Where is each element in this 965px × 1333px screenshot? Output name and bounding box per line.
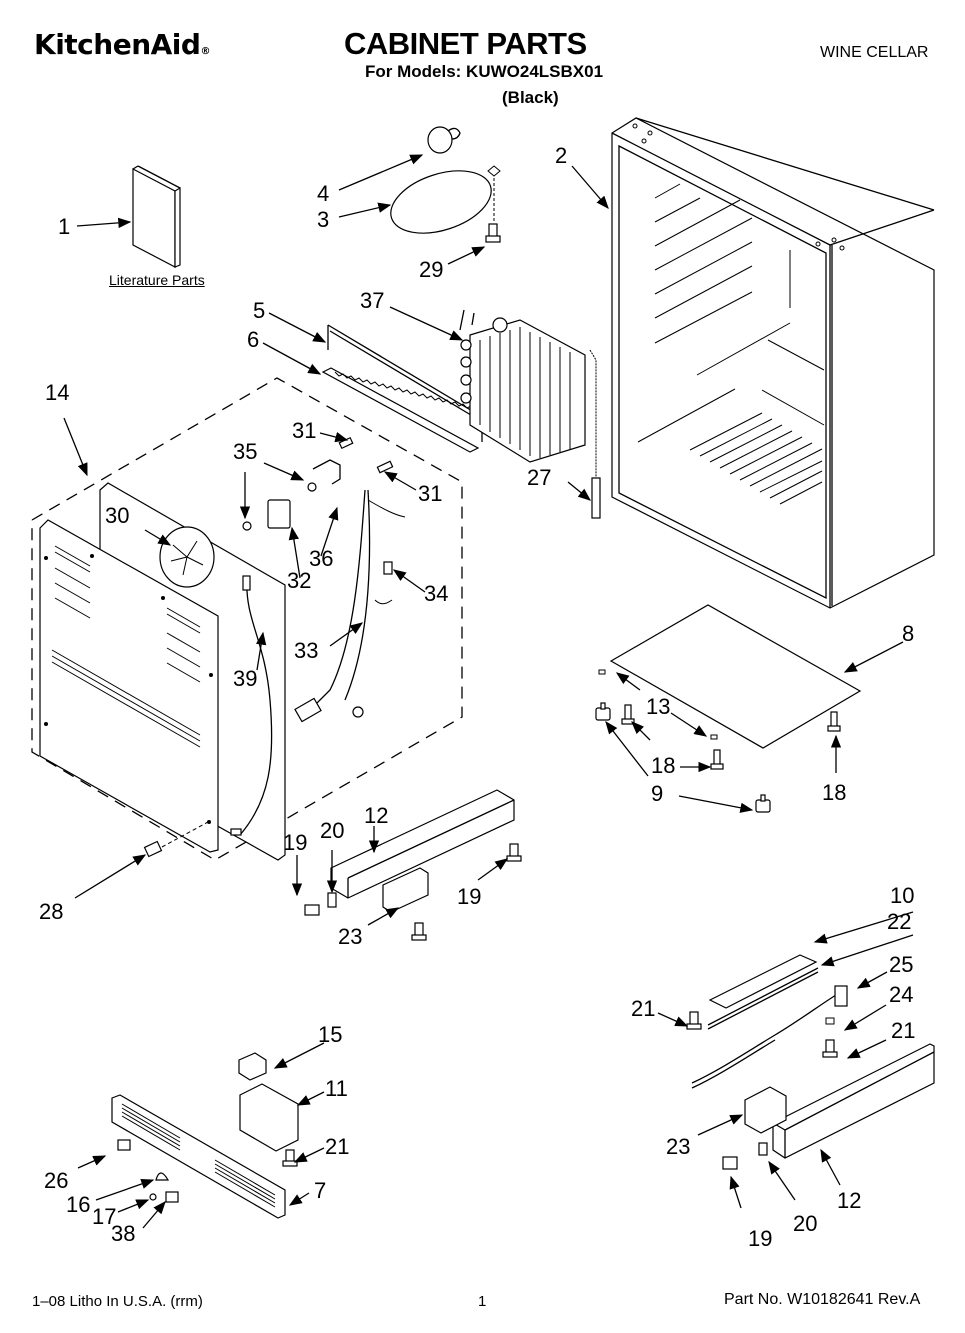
sensor-probe-part (589, 349, 601, 519)
print-info: 1–08 Litho In U.S.A. (rrm) (32, 1293, 203, 1310)
callout-leader-lines (63, 154, 914, 1229)
callout-35: 35 (233, 439, 258, 464)
callout-30: 30 (105, 503, 130, 528)
light-cover-part (390, 165, 501, 234)
callout-20-upper: 20 (320, 818, 345, 843)
callout-21-right-lower: 21 (891, 1018, 916, 1043)
page-title: CABINET PARTS (344, 26, 587, 61)
rear-access-panel-part (39, 519, 219, 853)
callout-33: 33 (294, 638, 319, 663)
callout-31-lower: 31 (418, 481, 443, 506)
callout-5: 5 (253, 298, 266, 323)
rear-panel-group-outline (31, 377, 463, 861)
leveling-feet-parts (595, 669, 841, 813)
literature-book-part (132, 165, 181, 268)
callout-19-lower: 19 (748, 1226, 773, 1251)
callout-21-right-upper: 21 (631, 996, 656, 1021)
callout-15: 15 (318, 1022, 343, 1047)
page-number: 1 (478, 1293, 487, 1310)
cabinet-body-part (611, 117, 935, 609)
callout-24: 24 (889, 982, 914, 1007)
screw-part-28 (143, 821, 209, 858)
callout-22: 22 (887, 909, 912, 934)
callout-2: 2 (555, 143, 568, 168)
callout-7: 7 (314, 1178, 327, 1203)
literature-parts-label: Literature Parts (109, 272, 205, 288)
callout-4: 4 (317, 181, 330, 206)
toe-grille-channel-parts (686, 954, 935, 1170)
fan-motor-parts (242, 436, 394, 575)
wire-harness-part (294, 489, 406, 723)
front-grille-parts (111, 1052, 299, 1219)
callout-8: 8 (902, 621, 915, 646)
callout-6: 6 (247, 327, 260, 352)
callout-23-upper: 23 (338, 924, 363, 949)
callout-12-lower: 12 (837, 1188, 862, 1213)
callout-14: 14 (45, 380, 70, 405)
callout-16: 16 (66, 1192, 91, 1217)
callout-11: 11 (325, 1076, 348, 1101)
callout-39: 39 (233, 666, 258, 691)
callout-18-left: 18 (651, 753, 676, 778)
color-variant: (Black) (502, 88, 559, 107)
evaporator-coil-part (459, 309, 586, 463)
callout-12-upper: 12 (364, 803, 389, 828)
callout-36: 36 (309, 546, 334, 571)
callout-20-lower: 20 (793, 1211, 818, 1236)
callout-26: 26 (44, 1168, 69, 1193)
callout-9: 9 (651, 781, 664, 806)
product-category: WINE CELLAR (820, 44, 929, 61)
callout-28: 28 (39, 899, 64, 924)
part-number: Part No. W10182641 Rev.A (724, 1291, 921, 1308)
callout-25: 25 (889, 952, 914, 977)
rail-bracket-part (304, 843, 522, 941)
callout-3: 3 (317, 207, 330, 232)
callout-10: 10 (890, 883, 915, 908)
callout-31-upper: 31 (292, 418, 317, 443)
bottom-plate-part (609, 604, 862, 749)
callout-19-upper-left: 19 (283, 830, 308, 855)
registered-mark: ® (200, 46, 210, 57)
callout-21-left: 21 (325, 1134, 350, 1159)
callout-38: 38 (111, 1221, 136, 1246)
model-number: For Models: KUWO24LSBX01 (365, 62, 604, 81)
callout-18-right: 18 (822, 780, 847, 805)
brand-name: KitchenAid (34, 28, 201, 61)
brand-logo: KitchenAid® (34, 28, 210, 61)
light-bulb-part (427, 126, 461, 154)
screw-part-29 (485, 223, 501, 243)
callout-34: 34 (424, 581, 449, 606)
callout-32: 32 (287, 568, 312, 593)
callout-27: 27 (527, 465, 552, 490)
callout-23-lower: 23 (666, 1134, 691, 1159)
callout-1: 1 (58, 214, 71, 239)
callout-37: 37 (360, 288, 385, 313)
power-cord-part (230, 575, 273, 836)
callout-17: 17 (92, 1204, 117, 1229)
light-channel-part (321, 367, 480, 453)
callout-13: 13 (646, 694, 671, 719)
callout-19-upper-right: 19 (457, 884, 482, 909)
callout-29: 29 (419, 257, 444, 282)
